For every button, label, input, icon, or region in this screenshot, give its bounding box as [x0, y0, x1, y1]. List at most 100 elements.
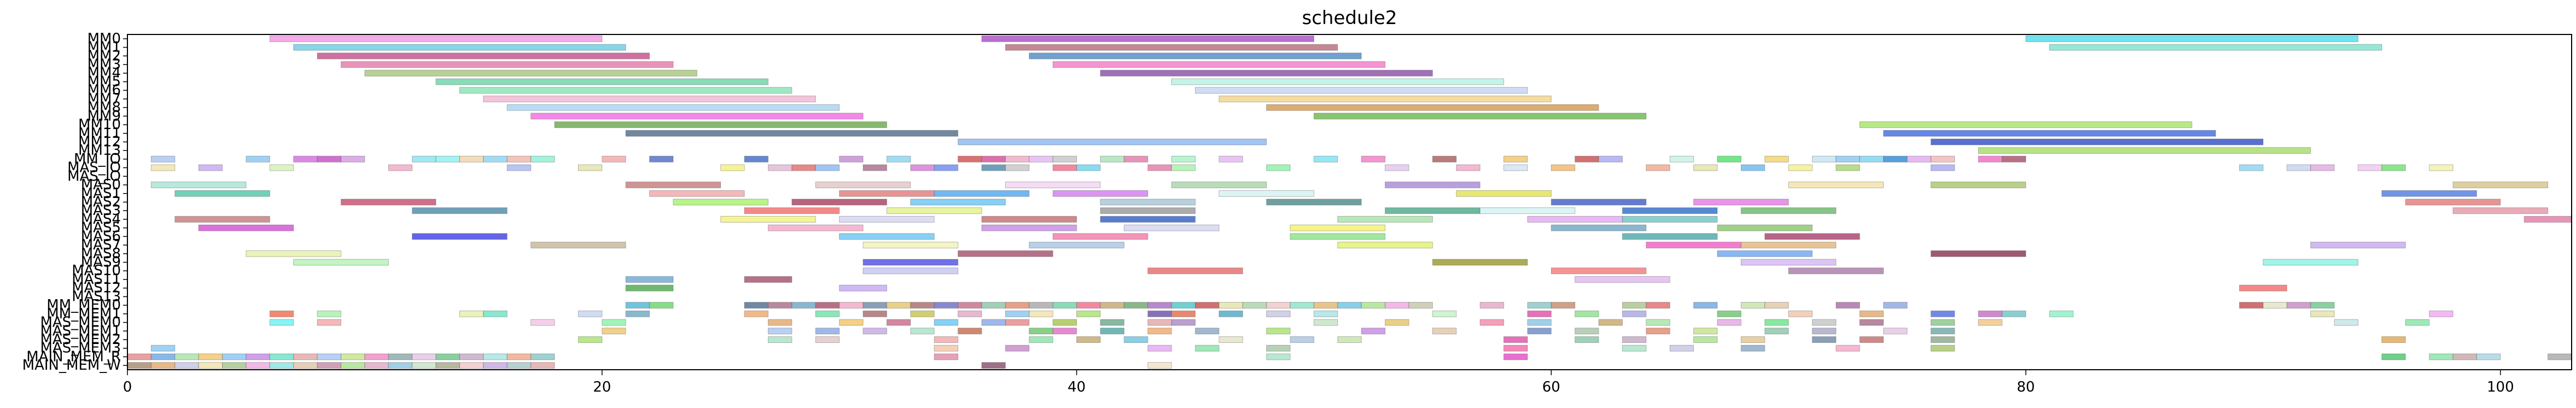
- task-bar: [459, 353, 484, 360]
- task-bar: [1693, 199, 1789, 206]
- task-bar: [1219, 310, 1243, 317]
- row-label: MAS11: [72, 271, 121, 288]
- task-bar: [340, 199, 436, 206]
- task-bar: [1005, 302, 1030, 309]
- task-bar: [767, 328, 792, 335]
- task-bar: [767, 164, 792, 171]
- task-bar: [1717, 319, 1741, 326]
- task-bar: [1859, 319, 1884, 326]
- task-bar: [625, 182, 721, 189]
- task-bar: [958, 302, 982, 309]
- task-bar: [2358, 164, 2382, 171]
- task-bar: [1123, 224, 1220, 231]
- task-bar: [791, 164, 816, 171]
- task-bar: [412, 353, 436, 360]
- task-bar: [2239, 284, 2287, 292]
- row-label: MAS_MEM0: [40, 314, 121, 331]
- task-bar: [886, 319, 911, 326]
- task-bar: [839, 155, 864, 162]
- task-bar: [981, 155, 1006, 162]
- task-bar: [744, 310, 768, 317]
- task-bar: [862, 328, 887, 335]
- task-bar: [1978, 147, 2311, 154]
- task-bar: [1123, 336, 1149, 343]
- task-bar: [1883, 130, 2216, 137]
- task-bar: [1575, 328, 1599, 335]
- row-label: MAS0: [81, 177, 121, 193]
- task-bar: [1575, 155, 1599, 162]
- task-bar: [1859, 310, 1884, 317]
- task-bar: [198, 353, 223, 360]
- task-bar: [1931, 138, 2264, 145]
- row-label: MAS8: [81, 246, 121, 262]
- task-bar: [1883, 302, 1908, 309]
- task-bar: [1693, 302, 1718, 309]
- task-bar: [1835, 155, 1860, 162]
- task-bar: [1931, 336, 1955, 343]
- task-bar: [1479, 302, 1505, 309]
- task-bar: [483, 95, 816, 102]
- task-bar: [483, 310, 508, 317]
- task-bar: [174, 190, 270, 197]
- task-bar: [1123, 302, 1149, 309]
- task-bar: [1313, 155, 1338, 162]
- task-bar: [246, 353, 270, 360]
- task-bar: [578, 336, 603, 343]
- row-label: MM12: [78, 133, 121, 150]
- task-bar: [2452, 353, 2477, 360]
- task-bar: [1385, 302, 1409, 309]
- task-bar: [1740, 345, 1765, 352]
- row-label: MAS7: [81, 237, 121, 253]
- task-bar: [1835, 345, 1860, 352]
- row-label: MM_IO: [74, 151, 121, 167]
- task-bar: [1622, 336, 1647, 343]
- task-bar: [174, 215, 270, 223]
- task-bar: [1361, 328, 1386, 335]
- task-bar: [649, 155, 674, 162]
- task-bar: [222, 362, 247, 369]
- task-bar: [1479, 207, 1576, 214]
- task-bar: [1290, 336, 1314, 343]
- task-bar: [720, 215, 816, 223]
- task-bar: [1194, 302, 1220, 309]
- row-label: MAS12: [72, 280, 121, 296]
- task-bar: [2523, 215, 2572, 223]
- task-bar: [862, 164, 887, 171]
- task-bar: [1171, 78, 1505, 85]
- row-label: MM1: [88, 39, 121, 56]
- task-bar: [150, 353, 176, 360]
- task-bar: [2310, 164, 2335, 171]
- task-bar: [1646, 319, 1670, 326]
- task-bar: [435, 155, 460, 162]
- task-bar: [862, 259, 959, 266]
- task-bar: [1266, 328, 1291, 335]
- task-bar: [1717, 310, 1741, 317]
- task-bar: [1361, 302, 1386, 309]
- task-bar: [720, 164, 745, 171]
- task-bar: [1717, 250, 1813, 257]
- task-bar: [222, 353, 247, 360]
- task-bar: [1029, 336, 1053, 343]
- task-bar: [1646, 164, 1670, 171]
- task-bar: [1931, 310, 1955, 317]
- task-bar: [1266, 104, 1599, 111]
- task-bar: [2286, 164, 2311, 171]
- task-bar: [1907, 155, 1932, 162]
- task-bar: [2405, 319, 2430, 326]
- task-bar: [1194, 328, 1220, 335]
- row-label: MAS1: [81, 185, 121, 202]
- task-bar: [127, 362, 151, 369]
- task-bar: [1503, 164, 1528, 171]
- task-bar: [1764, 155, 1789, 162]
- task-bar: [934, 164, 959, 171]
- task-bar: [1883, 328, 1908, 335]
- row-label: MAS2: [81, 194, 121, 211]
- task-bar: [1266, 302, 1291, 309]
- task-bar: [1598, 319, 1623, 326]
- task-bar: [1219, 155, 1243, 162]
- task-bar: [1147, 302, 1172, 309]
- task-bar: [340, 61, 674, 68]
- task-bar: [2286, 302, 2311, 309]
- task-bar: [1503, 336, 1528, 343]
